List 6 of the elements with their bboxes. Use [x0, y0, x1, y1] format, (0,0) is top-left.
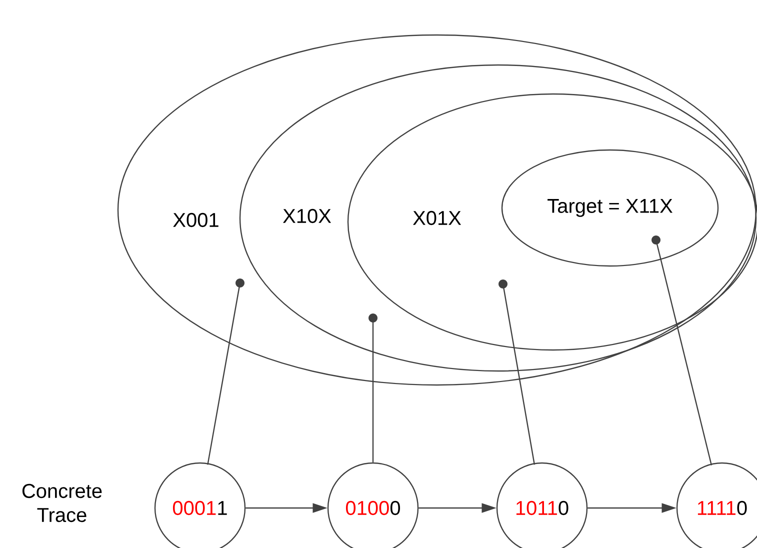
leader-line [498, 280, 536, 465]
leader-line [652, 236, 712, 466]
row-label: Concrete Trace [22, 484, 102, 522]
leader-line [368, 314, 378, 462]
ellipse-region: Target = X11X [501, 149, 719, 267]
leader-line [207, 278, 244, 465]
